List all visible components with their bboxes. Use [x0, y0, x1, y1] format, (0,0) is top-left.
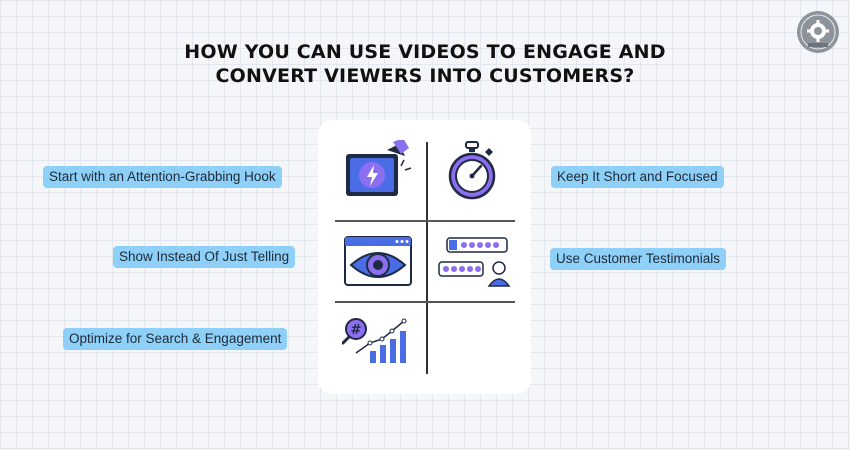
eye-screen-icon: [344, 236, 412, 286]
tip-customer-testimonials: Use Customer Testimonials: [550, 248, 727, 270]
tip-attention-hook: Start with an Attention-Grabbing Hook: [43, 166, 282, 188]
tip-keep-short: Keep It Short and Focused: [551, 166, 724, 188]
search-growth-chart-icon: #: [342, 318, 407, 363]
title-line-2: CONVERT VIEWERS INTO CUSTOMERS?: [215, 65, 635, 87]
title-line-1: HOW YOU CAN USE VIDEOS TO ENGAGE AND: [184, 41, 666, 63]
tip-show-not-tell: Show Instead Of Just Telling: [113, 246, 296, 268]
gear-logo-icon: [797, 11, 839, 53]
grid-divider-vertical: [426, 142, 428, 374]
grid-divider-horizontal-1: [335, 220, 515, 222]
grid-divider-horizontal-2: [335, 301, 515, 303]
svg-text:#: #: [351, 323, 362, 338]
page-title: HOW YOU CAN USE VIDEOS TO ENGAGE AND CON…: [0, 40, 850, 88]
tip-optimize-search: Optimize for Search & Engagement: [63, 328, 288, 350]
lightning-tv-icon: [346, 140, 412, 196]
stopwatch-icon: [448, 141, 496, 200]
testimonial-reviews-icon: [438, 237, 511, 287]
